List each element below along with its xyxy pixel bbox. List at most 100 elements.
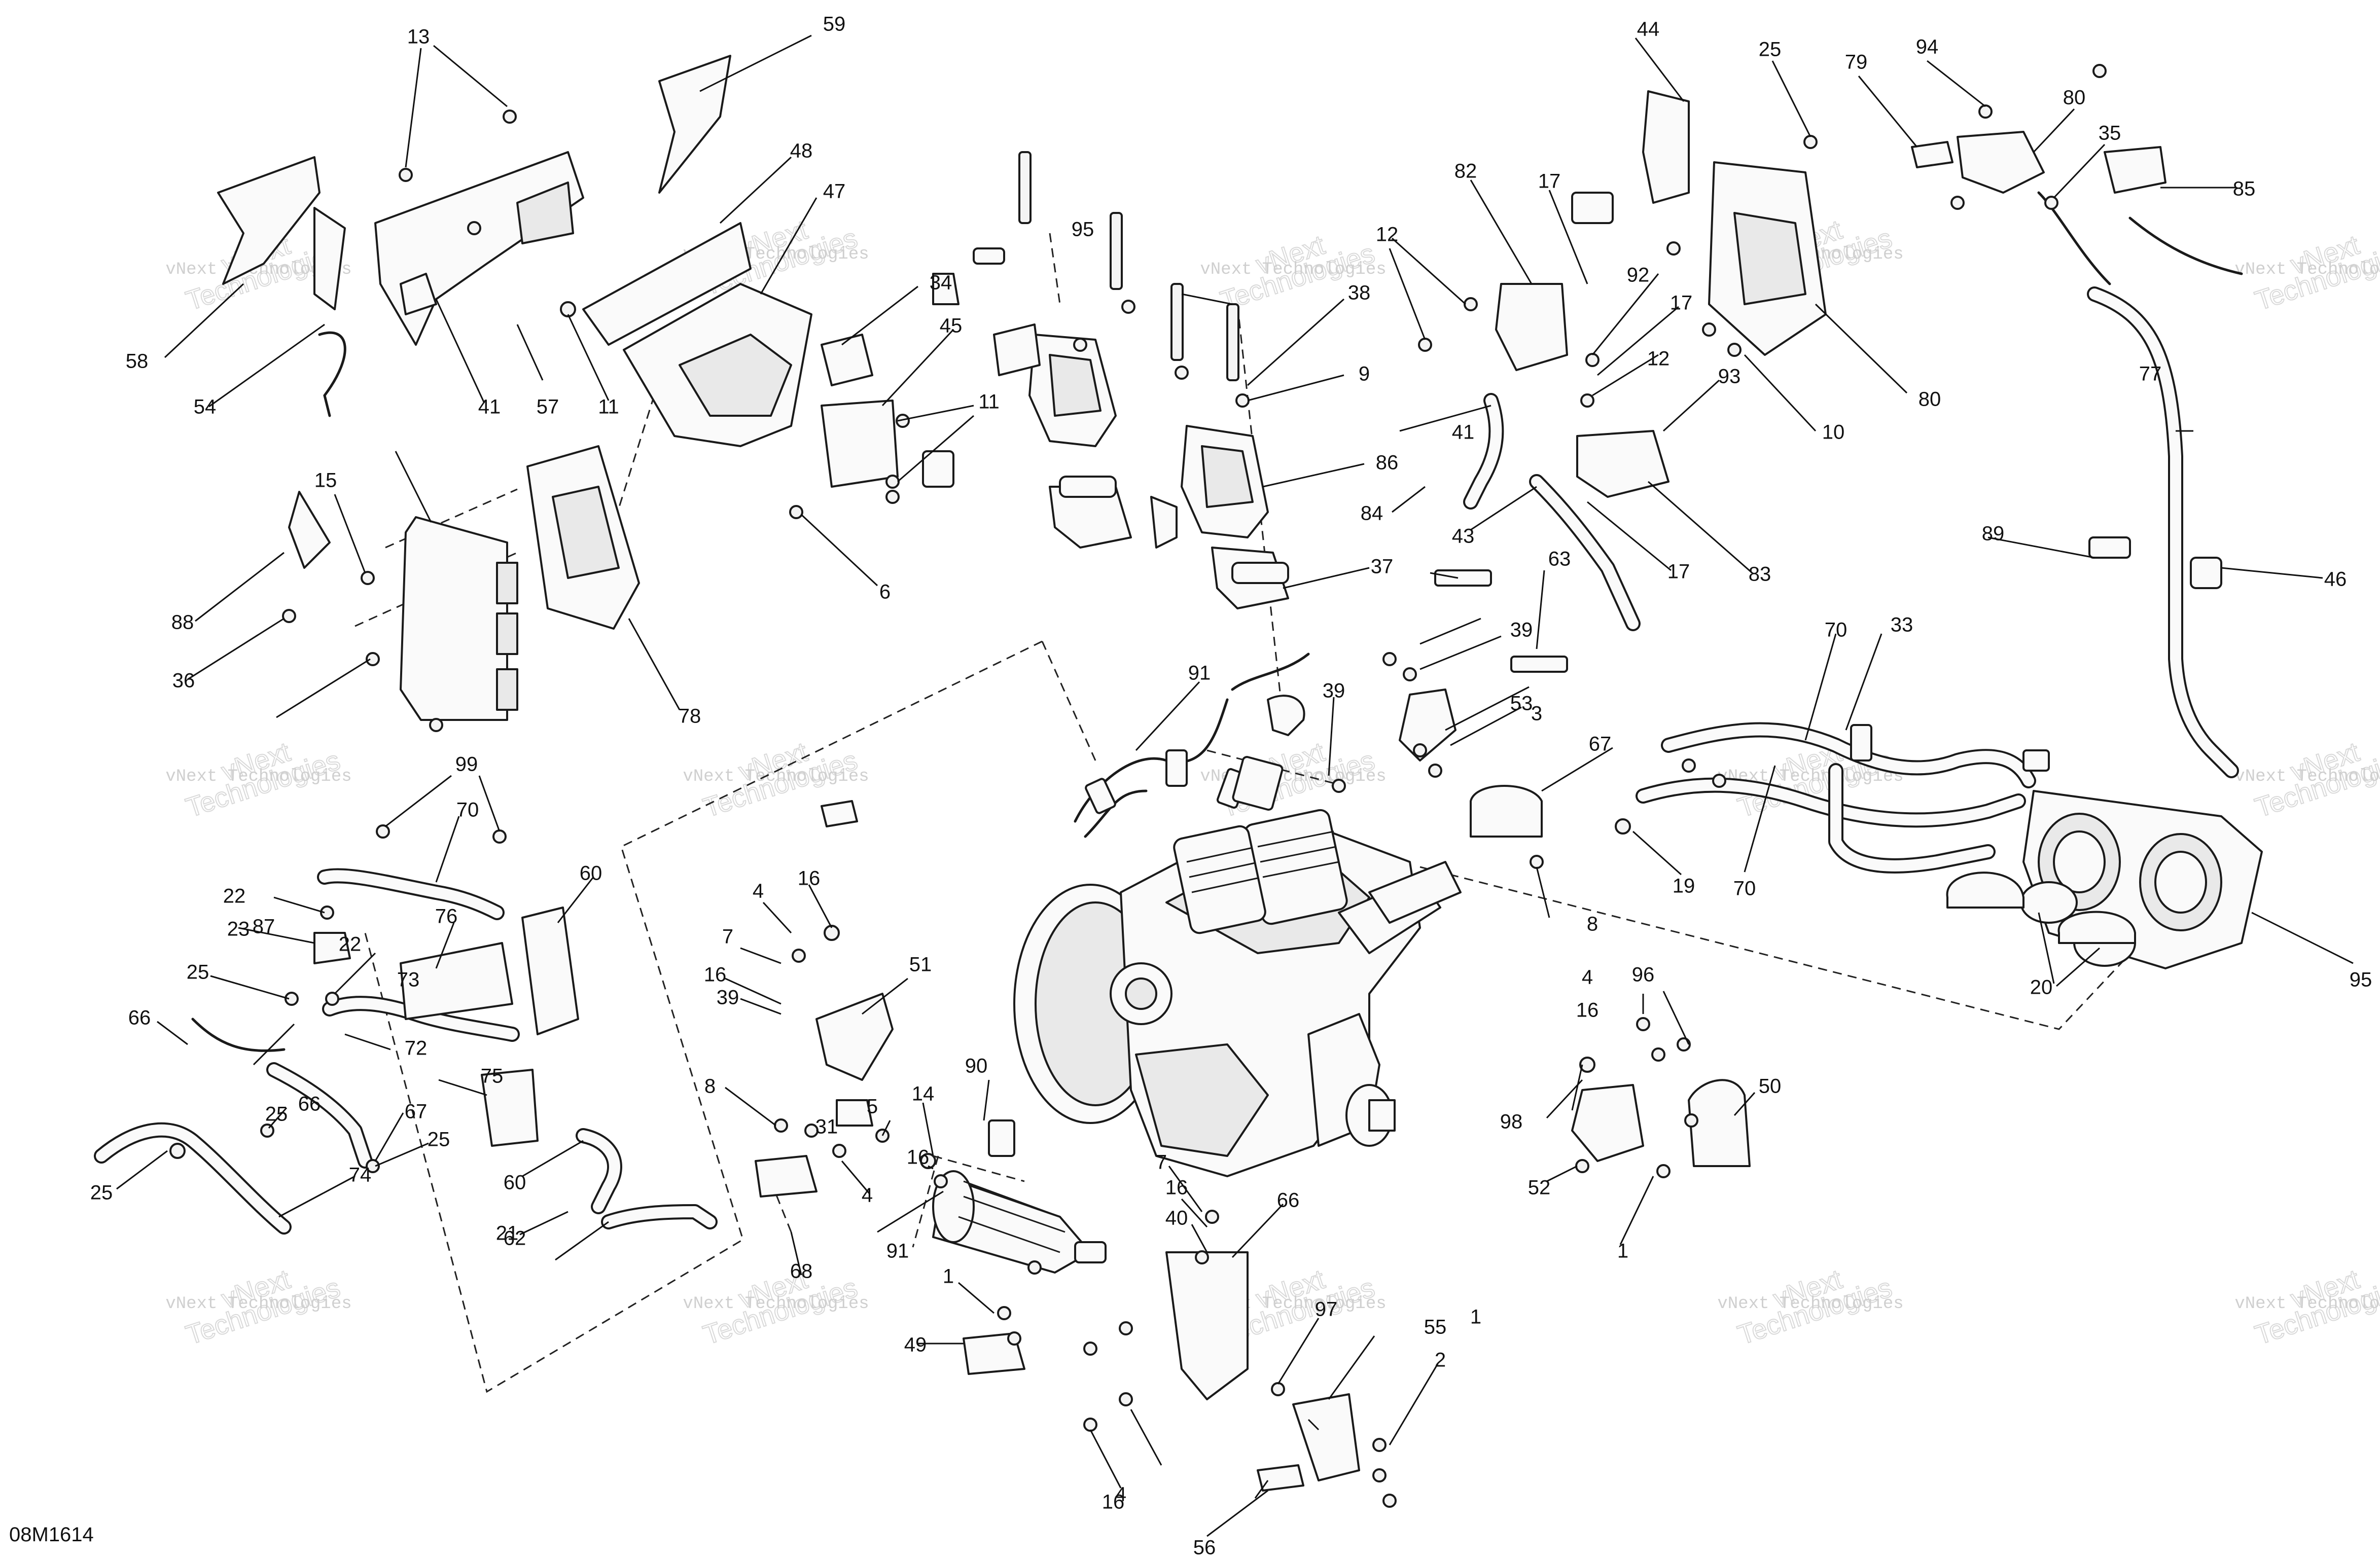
- callout-number: 54: [194, 396, 217, 418]
- callout-number: 60: [504, 1172, 526, 1194]
- callout-number: 91: [886, 1240, 909, 1262]
- callout-number: 70: [1733, 878, 1756, 900]
- svg-text:vNext Technologies: vNext Technologies: [165, 767, 351, 786]
- callout-number: 43: [1452, 525, 1475, 548]
- callout-number: 94: [1916, 36, 1939, 58]
- callout-number: 97: [1315, 1298, 1338, 1321]
- mount-67: [1470, 785, 1543, 838]
- callout-number: 84: [1361, 502, 1383, 525]
- throttle-body: [2020, 790, 2263, 969]
- callout-number: 49: [904, 1334, 927, 1356]
- svg-text:vNext Technologies: vNext Technologies: [2234, 1294, 2380, 1314]
- electrical-modules-right: [1495, 90, 2166, 498]
- watermark: vNext Technologies vNext Technologies: [683, 1263, 869, 1351]
- callout-number: 95: [2350, 969, 2372, 991]
- callout-number: 5: [867, 1096, 878, 1118]
- callout-number: 20: [2030, 976, 2053, 999]
- callout-number: 59: [823, 13, 846, 35]
- seal-47: [582, 222, 752, 346]
- ecm-module: [400, 445, 640, 721]
- callout-number: 85: [2233, 178, 2256, 200]
- callout-number: 47: [823, 180, 846, 203]
- callout-number: 16: [1102, 1491, 1125, 1513]
- callout-number: 68: [790, 1260, 813, 1283]
- svg-text:vNext Technologies: vNext Technologies: [1200, 260, 1386, 279]
- callout-number: 82: [1454, 160, 1477, 183]
- callout-number: 35: [2099, 122, 2121, 144]
- callout-number: 19: [1673, 875, 1695, 897]
- callout-number: 87: [253, 916, 275, 938]
- callout-number: 39: [1323, 680, 1345, 702]
- callout-number: 74: [349, 1164, 372, 1186]
- callout-number: 48: [790, 140, 813, 162]
- callout-number: 7: [722, 926, 733, 948]
- callout-number: 39: [1510, 619, 1533, 641]
- callout-number: 62: [504, 1227, 526, 1250]
- callout-number: 93: [1718, 366, 1741, 388]
- callout-number: 17: [1538, 170, 1561, 193]
- watermark: vNext Technologies vNext Technologies: [1717, 1263, 1903, 1351]
- callout-number: 91: [1188, 662, 1211, 684]
- callout-number: 2: [1435, 1349, 1446, 1371]
- callout-number: 44: [1637, 18, 1660, 41]
- callout-number: 86: [1376, 452, 1399, 474]
- mount-67b: [755, 1155, 818, 1198]
- callout-number: 37: [1371, 556, 1394, 578]
- leader-lines: [116, 34, 2354, 1537]
- callout-number: 80: [2063, 87, 2086, 109]
- callout-number: 14: [912, 1083, 935, 1105]
- module-73: [481, 1069, 539, 1147]
- callout-number: 58: [126, 350, 149, 373]
- callout-number: 39: [717, 987, 739, 1009]
- callout-number: 7: [1156, 1151, 1167, 1174]
- bracket-74: [400, 942, 513, 1020]
- callout-number: 78: [679, 705, 701, 728]
- engine-assembly: [1013, 653, 1462, 1177]
- ignition-coils: [1018, 151, 1289, 609]
- callout-number: 22: [339, 933, 362, 956]
- watermark: vNext Technologies vNext Technologies: [165, 1263, 351, 1351]
- callout-number: 46: [2324, 568, 2347, 591]
- callout-number: 55: [1424, 1316, 1447, 1338]
- callout-number: 8: [704, 1075, 716, 1098]
- sensor-78: [1957, 131, 2045, 194]
- callout-number: 31: [815, 1116, 838, 1138]
- callout-number: 4: [1115, 1483, 1126, 1506]
- callout-number: 16: [1165, 1177, 1188, 1199]
- callout-number: 96: [1632, 964, 1655, 986]
- callout-number: 9: [1359, 363, 1370, 385]
- watermark: vNext Technologies vNext Technologies: [2234, 229, 2380, 317]
- fuel-line-75: [2037, 191, 2243, 778]
- bracket-50: [815, 993, 894, 1081]
- fasteners: [169, 64, 2107, 1508]
- gasket-33: [821, 334, 873, 386]
- callout-number: 25: [428, 1129, 450, 1151]
- callout-number: 11: [978, 391, 1000, 413]
- callout-number: 4: [862, 1184, 873, 1207]
- callout-number: 6: [879, 581, 891, 603]
- callout-number: 4: [753, 880, 764, 902]
- callout-number: 10: [1822, 421, 1845, 444]
- bracket-59: [521, 907, 579, 1035]
- callout-number: 16: [907, 1146, 930, 1169]
- callout-number: 15: [314, 469, 337, 492]
- callout-number: 21: [496, 1222, 519, 1245]
- callout-number: 70: [1825, 619, 1848, 641]
- callout-number: 89: [1982, 523, 2005, 545]
- callout-number: 73: [397, 969, 420, 991]
- starter-motor: [932, 1119, 1107, 1274]
- callout-number: 40: [1165, 1207, 1188, 1229]
- callout-number: 79: [1845, 51, 1868, 74]
- part-55: [1257, 1464, 1304, 1492]
- mount-48: [963, 1332, 1025, 1375]
- callout-number: 16: [704, 964, 727, 986]
- svg-text:vNext Technologies: vNext Technologies: [683, 1294, 869, 1314]
- callout-number: 17: [1667, 561, 1690, 583]
- svg-text:vNext Technologies: vNext Technologies: [2234, 260, 2380, 279]
- callout-number: 36: [172, 670, 195, 692]
- mounts-and-brackets: [288, 192, 2222, 1492]
- callout-number: 3: [1531, 703, 1542, 725]
- watermark: vNext Technologies vNext Technologies: [2234, 1263, 2380, 1351]
- cover-parts-top-left: [217, 55, 812, 447]
